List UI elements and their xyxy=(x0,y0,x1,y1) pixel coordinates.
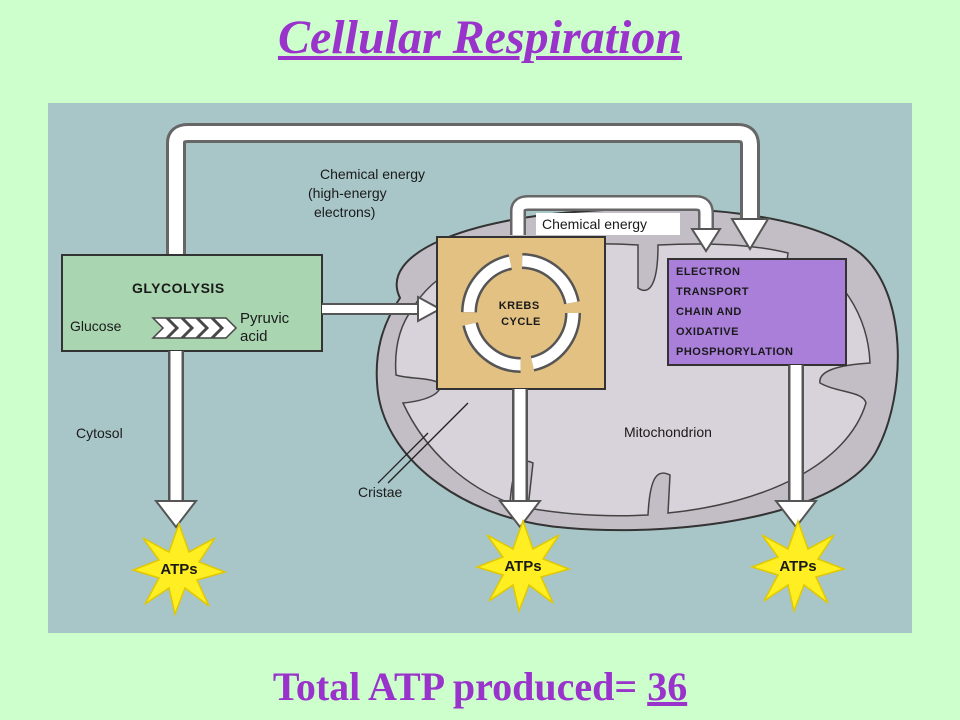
respiration-diagram: Chemical energy (high-energy electrons) … xyxy=(48,103,912,633)
etc-label-2: TRANSPORT xyxy=(676,286,749,298)
krebs-label-2: CYCLE xyxy=(501,316,541,328)
mitochondrion-label: Mitochondrion xyxy=(624,424,712,440)
glucose-label: Glucose xyxy=(70,318,122,334)
etc-label-4: OXIDATIVE xyxy=(676,326,739,338)
atp-label-1: ATPs xyxy=(160,561,197,578)
atp-label-3: ATPs xyxy=(779,558,816,575)
electron-flow-arrow-inner-head xyxy=(690,228,722,253)
svg-text:Chemical energy (high-ener: Chemical energy (high-energy electrons) xyxy=(308,166,429,220)
glycolysis-title: GLYCOLYSIS xyxy=(132,280,225,296)
electron-flow-arrow-outer-head xyxy=(730,218,770,251)
svg-text:ELECTRON TRANSPORT CHA: ELECTRON TRANSPORT CHAIN AND OXIDATIVE P… xyxy=(676,266,794,358)
chemical-energy-label-3: electrons) xyxy=(314,204,375,220)
total-atp-line: Total ATP produced= 36 xyxy=(0,663,960,710)
atp-label-2: ATPs xyxy=(504,558,541,575)
svg-text:KREBS CYCLE: KREBS CYCLE xyxy=(499,300,544,328)
total-atp-value: 36 xyxy=(647,664,688,709)
slide-title: Cellular Respiration xyxy=(277,11,683,64)
svg-text:Pyruvic acid: Pyruvic acid xyxy=(240,310,293,345)
chemical-energy-label-2: (high-energy xyxy=(308,185,387,201)
cytosol-label: Cytosol xyxy=(76,425,123,441)
pyruvic-label-2: acid xyxy=(240,328,268,345)
chemical-energy-label-1: Chemical energy xyxy=(320,166,425,182)
chemical-energy-short-label: Chemical energy xyxy=(542,216,647,232)
glycolysis-chevrons xyxy=(151,317,238,339)
pyruvic-label-1: Pyruvic xyxy=(240,310,290,327)
atp-burst-2: ATPs xyxy=(474,518,572,614)
atp-down-arrows xyxy=(153,351,819,529)
krebs-box xyxy=(436,236,606,390)
cristae-pointer-lines xyxy=(377,402,469,484)
etc-label-1: ELECTRON xyxy=(676,266,741,278)
etc-box xyxy=(667,258,847,366)
atp-burst-1: ATPs xyxy=(130,521,228,617)
krebs-label-1: KREBS xyxy=(499,300,540,312)
total-atp-label: Total ATP produced= xyxy=(272,664,648,709)
atp-burst-3: ATPs xyxy=(749,518,847,614)
etc-label-5: PHOSPHORYLATION xyxy=(676,346,794,358)
etc-label-3: CHAIN AND xyxy=(676,306,742,318)
cristae-label: Cristae xyxy=(358,484,403,500)
